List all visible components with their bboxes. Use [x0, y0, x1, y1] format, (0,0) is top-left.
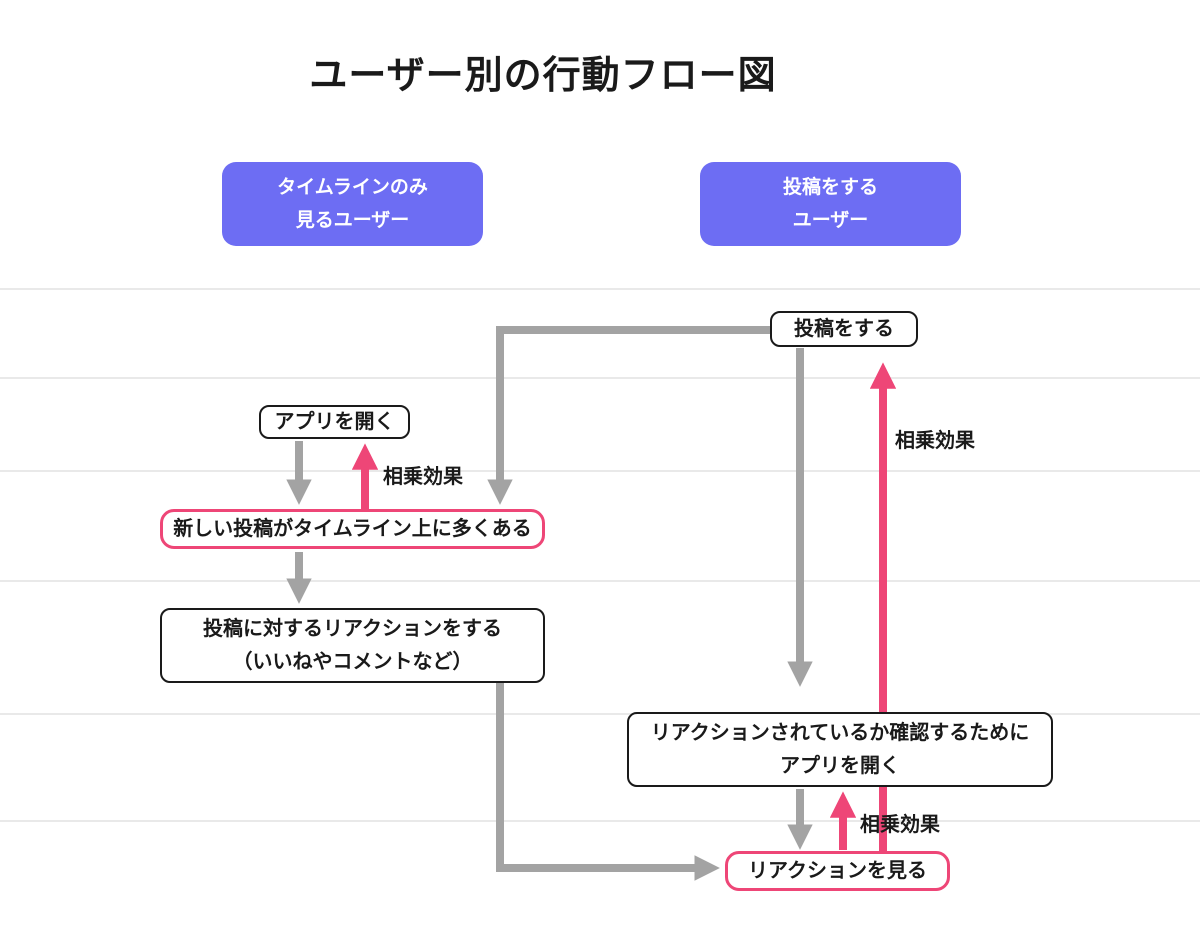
node-open-app: アプリを開く — [259, 405, 410, 439]
gridline — [0, 377, 1200, 379]
node-react-to-posts-line2: （いいねやコメントなど） — [232, 650, 473, 673]
node-open-app-label: アプリを開く — [274, 410, 395, 433]
lane-poster-line2: ユーザー — [792, 210, 869, 231]
gridline — [0, 820, 1200, 822]
synergy-label-left: 相乗効果 — [383, 466, 463, 488]
gridline — [0, 470, 1200, 472]
lane-timeline-viewer-line2: 見るユーザー — [295, 210, 410, 231]
page-title: ユーザー別の行動フロー図 — [309, 55, 777, 97]
node-many-new-posts: 新しい投稿がタイムライン上に多くある — [160, 509, 545, 549]
synergy-label-right: 相乗効果 — [895, 430, 975, 452]
lane-poster: 投稿をする ユーザー — [700, 162, 961, 246]
lane-timeline-viewer-line1: タイムラインのみ — [277, 177, 428, 198]
node-open-app-to-check: リアクションされているか確認するために アプリを開く — [627, 712, 1053, 787]
node-post: 投稿をする — [770, 311, 918, 347]
node-post-label: 投稿をする — [794, 317, 894, 340]
synergy-label-bottom: 相乗効果 — [860, 814, 940, 836]
node-see-reactions: リアクションを見る — [725, 851, 950, 891]
node-many-new-posts-label: 新しい投稿がタイムライン上に多くある — [173, 517, 532, 540]
node-open-app-to-check-line2: アプリを開く — [780, 754, 900, 777]
node-react-to-posts-line1: 投稿に対するリアクションをする — [203, 617, 502, 640]
gridline — [0, 288, 1200, 290]
node-see-reactions-label: リアクションを見る — [748, 859, 927, 882]
lane-poster-line1: 投稿をする — [782, 177, 878, 198]
lane-timeline-viewer: タイムラインのみ 見るユーザー — [222, 162, 483, 246]
node-react-to-posts: 投稿に対するリアクションをする （いいねやコメントなど） — [160, 608, 545, 683]
arrow-react-to-see-reactions — [496, 683, 720, 881]
gridline — [0, 713, 1200, 715]
node-open-app-to-check-line1: リアクションされているか確認するために — [650, 721, 1030, 744]
gridline — [0, 580, 1200, 582]
arrow-post-to-many-new-posts — [487, 326, 770, 505]
